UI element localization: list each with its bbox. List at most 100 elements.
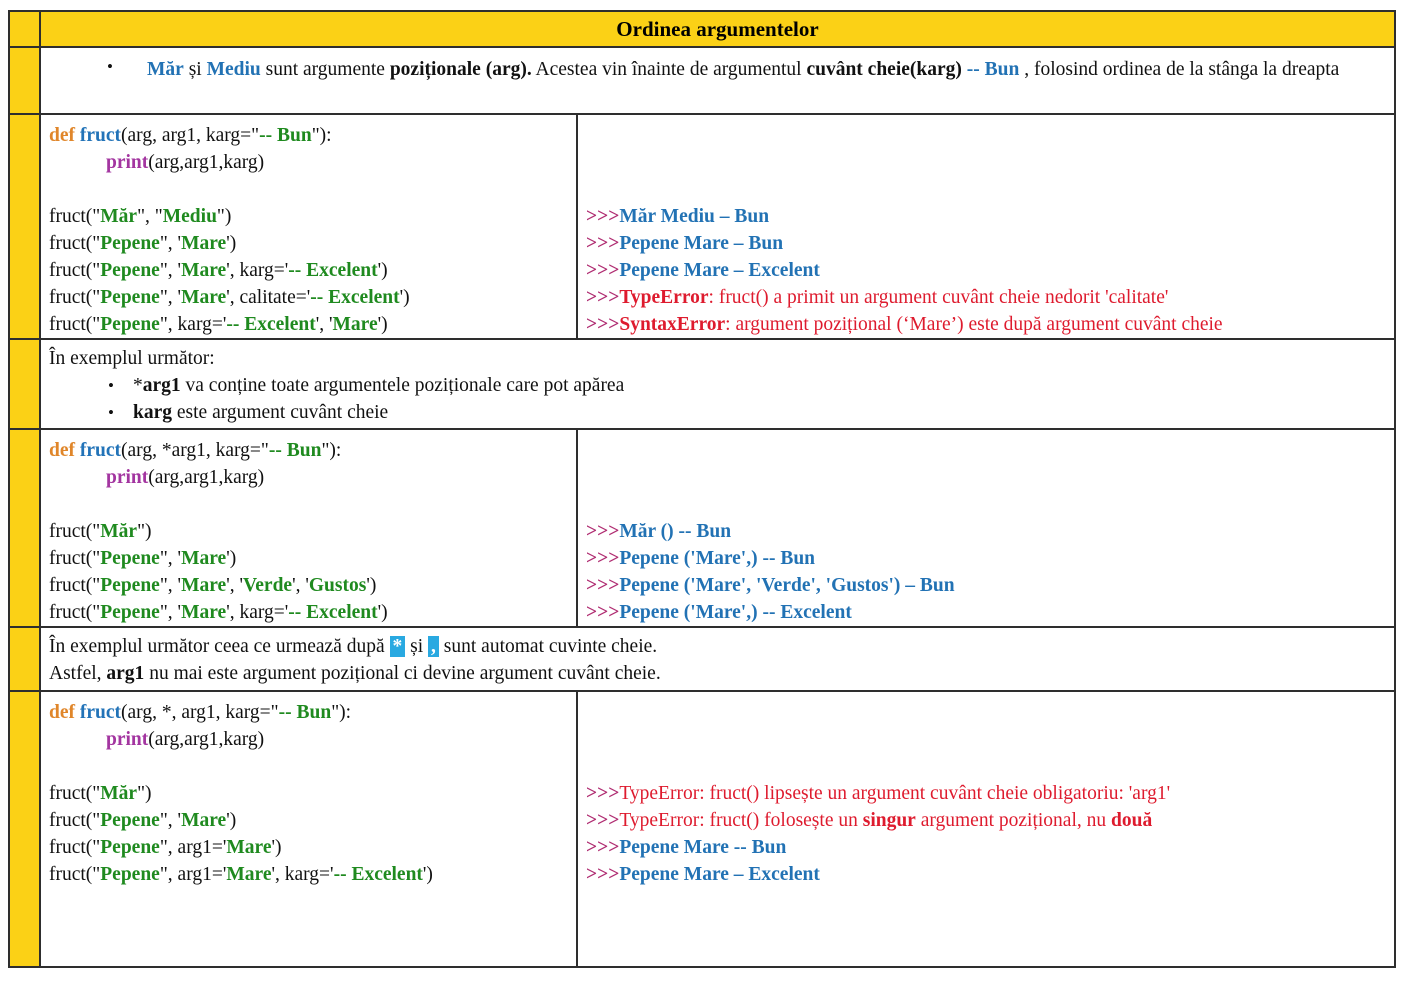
text-segment: Mare: [333, 314, 378, 335]
text-segment: : fruct() a primit un argument cuvânt ch…: [709, 287, 1169, 308]
text-segment: '): [272, 837, 282, 858]
text-segment: Astfel,: [49, 663, 106, 684]
text-segment: cuvânt cheie(karg): [806, 59, 961, 80]
text-segment: Pepene Mare – Excelent: [619, 864, 820, 885]
example-1-row: def fruct(arg, arg1, karg="-- Bun"):prin…: [10, 115, 1394, 340]
text-segment: -- Bun: [279, 702, 332, 723]
text-segment: Pepene Mare – Bun: [619, 233, 783, 254]
text-segment: >>>: [586, 810, 619, 831]
text-segment: "):: [312, 125, 332, 146]
text-segment: -- Excelent: [288, 260, 377, 281]
text-segment: TypeError: [619, 287, 708, 308]
text-segment: ', ': [226, 575, 243, 596]
text-line: fruct("Măr"): [49, 518, 570, 545]
text-line: >>>Măr Mediu – Bun: [586, 203, 1388, 230]
text-segment: -- Excelent: [226, 314, 315, 335]
text-segment: Pepene ('Mare',) -- Bun: [619, 548, 815, 569]
text-line: fruct("Pepene", 'Mare', 'Verde', 'Gustos…: [49, 572, 570, 599]
text-segment: Acestea vin înainte de argumentul: [532, 59, 807, 80]
text-segment: Mare: [181, 575, 226, 596]
text-segment: '): [378, 314, 388, 335]
left-accent-cell: [10, 115, 41, 338]
text-line: [586, 122, 1388, 149]
text-segment: karg: [133, 402, 172, 423]
text-segment: nu mai este argument pozițional ci devin…: [144, 663, 660, 684]
text-segment: ', calitate=': [226, 287, 310, 308]
text-segment: ,: [428, 636, 439, 657]
code-block-2: def fruct(arg, *arg1, karg="-- Bun"):pri…: [41, 430, 576, 626]
text-segment: Măr: [100, 206, 137, 227]
text-segment: '): [226, 810, 236, 831]
text-segment: Măr () -- Bun: [619, 521, 731, 542]
text-segment: ', ': [292, 575, 309, 596]
text-segment: Pepene: [100, 548, 160, 569]
text-segment: '): [378, 260, 388, 281]
left-accent-cell: [10, 628, 41, 690]
text-line: Astfel, arg1 nu mai este argument poziți…: [49, 660, 1384, 687]
text-segment: fruct(": [49, 602, 100, 623]
text-segment: TypeError: fruct() lipsește un argument …: [619, 783, 1170, 804]
left-accent-cell: [10, 692, 41, 966]
output-block-3: >>>TypeError: fruct() lipsește un argume…: [576, 692, 1394, 966]
text-segment: '): [226, 233, 236, 254]
text-line: >>>TypeError: fruct() a primit un argume…: [586, 284, 1388, 311]
text-segment: >>>: [586, 287, 619, 308]
text-line: >>>Pepene Mare – Bun: [586, 230, 1388, 257]
text-segment: -- Excelent: [288, 602, 377, 623]
text-segment: sunt automat cuvinte cheie.: [439, 636, 657, 657]
text-line: fruct("Pepene", 'Mare', karg='-- Excelen…: [49, 257, 570, 284]
intro-row: • Măr și Mediu sunt argumente pozițional…: [10, 48, 1394, 115]
text-line: >>>TypeError: fruct() lipsește un argume…: [586, 780, 1388, 807]
text-line: def fruct(arg, arg1, karg="-- Bun"):: [49, 122, 570, 149]
text-line: >>>SyntaxError: argument pozițional (‘Ma…: [586, 311, 1388, 338]
text-line: fruct("Pepene", 'Mare'): [49, 807, 570, 834]
text-segment: Mare: [226, 837, 271, 858]
text-line: [586, 149, 1388, 176]
text-segment: "):: [321, 440, 341, 461]
output-block-2: >>>Măr () -- Bun>>>Pepene ('Mare',) -- B…: [576, 430, 1394, 626]
text-segment: -- Bun: [259, 125, 312, 146]
text-segment: fruct(": [49, 260, 100, 281]
text-line: [49, 176, 570, 203]
bullet-glyph: •: [89, 372, 133, 399]
text-segment: >>>: [586, 837, 619, 858]
text-segment: -- Bun: [967, 59, 1020, 80]
text-segment: def: [49, 702, 75, 723]
text-segment: În exemplul următor:: [49, 348, 215, 369]
left-accent-cell: [10, 48, 41, 113]
text-segment: ", ': [160, 260, 181, 281]
text-segment: fruct(": [49, 864, 100, 885]
text-segment: >>>: [586, 521, 619, 542]
text-line: >>>Pepene ('Mare', 'Verde', 'Gustos') – …: [586, 572, 1388, 599]
text-segment: Pepene: [100, 575, 160, 596]
text-segment: (arg, *arg1, karg=": [121, 440, 269, 461]
text-line: fruct("Pepene", 'Mare'): [49, 545, 570, 572]
text-line: fruct("Pepene", arg1='Mare', karg='-- Ex…: [49, 861, 570, 888]
bullet-glyph: •: [89, 399, 133, 426]
text-segment: ', karg=': [226, 602, 288, 623]
text-segment: fruct: [80, 440, 121, 461]
text-segment: >>>: [586, 602, 619, 623]
text-line: fruct("Pepene", 'Mare'): [49, 230, 570, 257]
text-segment: TypeError: fruct() folosește un: [619, 810, 862, 831]
text-segment: Pepene Mare -- Bun: [619, 837, 786, 858]
text-segment: '): [226, 548, 236, 569]
text-line: print(arg,arg1,karg): [49, 149, 570, 176]
text-segment: Mediu: [163, 206, 217, 227]
text-segment: ", ': [160, 548, 181, 569]
text-segment: fruct(": [49, 810, 100, 831]
text-segment: Mare: [181, 602, 226, 623]
text-segment: fruct(": [49, 206, 100, 227]
text-segment: ", arg1=': [160, 864, 227, 885]
text-line: fruct("Pepene", 'Mare', calitate='-- Exc…: [49, 284, 570, 311]
text-segment: și: [184, 59, 207, 80]
text-segment: , folosind ordinea de la stânga la dreap…: [1019, 59, 1339, 80]
text-segment: Pepene: [100, 314, 160, 335]
text-segment: '): [400, 287, 410, 308]
text-segment: >>>: [586, 206, 619, 227]
text-segment: Gustos: [309, 575, 366, 596]
intro-paragraph: Măr și Mediu sunt argumente poziționale …: [147, 56, 1370, 83]
text-segment: >>>: [586, 864, 619, 885]
text-line: >>>Pepene Mare – Excelent: [586, 861, 1388, 888]
text-line: fruct("Pepene", 'Mare', karg='-- Excelen…: [49, 599, 570, 626]
